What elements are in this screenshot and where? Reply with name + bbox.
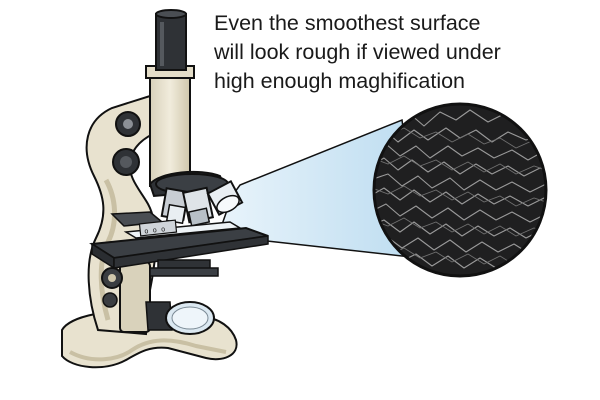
caption-line-2: will look rough if viewed under — [214, 40, 501, 64]
svg-text:o o o: o o o — [144, 225, 166, 235]
body-tube — [149, 73, 191, 187]
caption-line-1: Even the smoothest surface — [214, 11, 481, 35]
magnified-surface-view — [372, 102, 548, 278]
caption-line-3: high enough maghification — [214, 69, 466, 93]
objective-lenses — [160, 179, 244, 227]
caption-text: Even the smoothest surface will look rou… — [214, 9, 594, 96]
